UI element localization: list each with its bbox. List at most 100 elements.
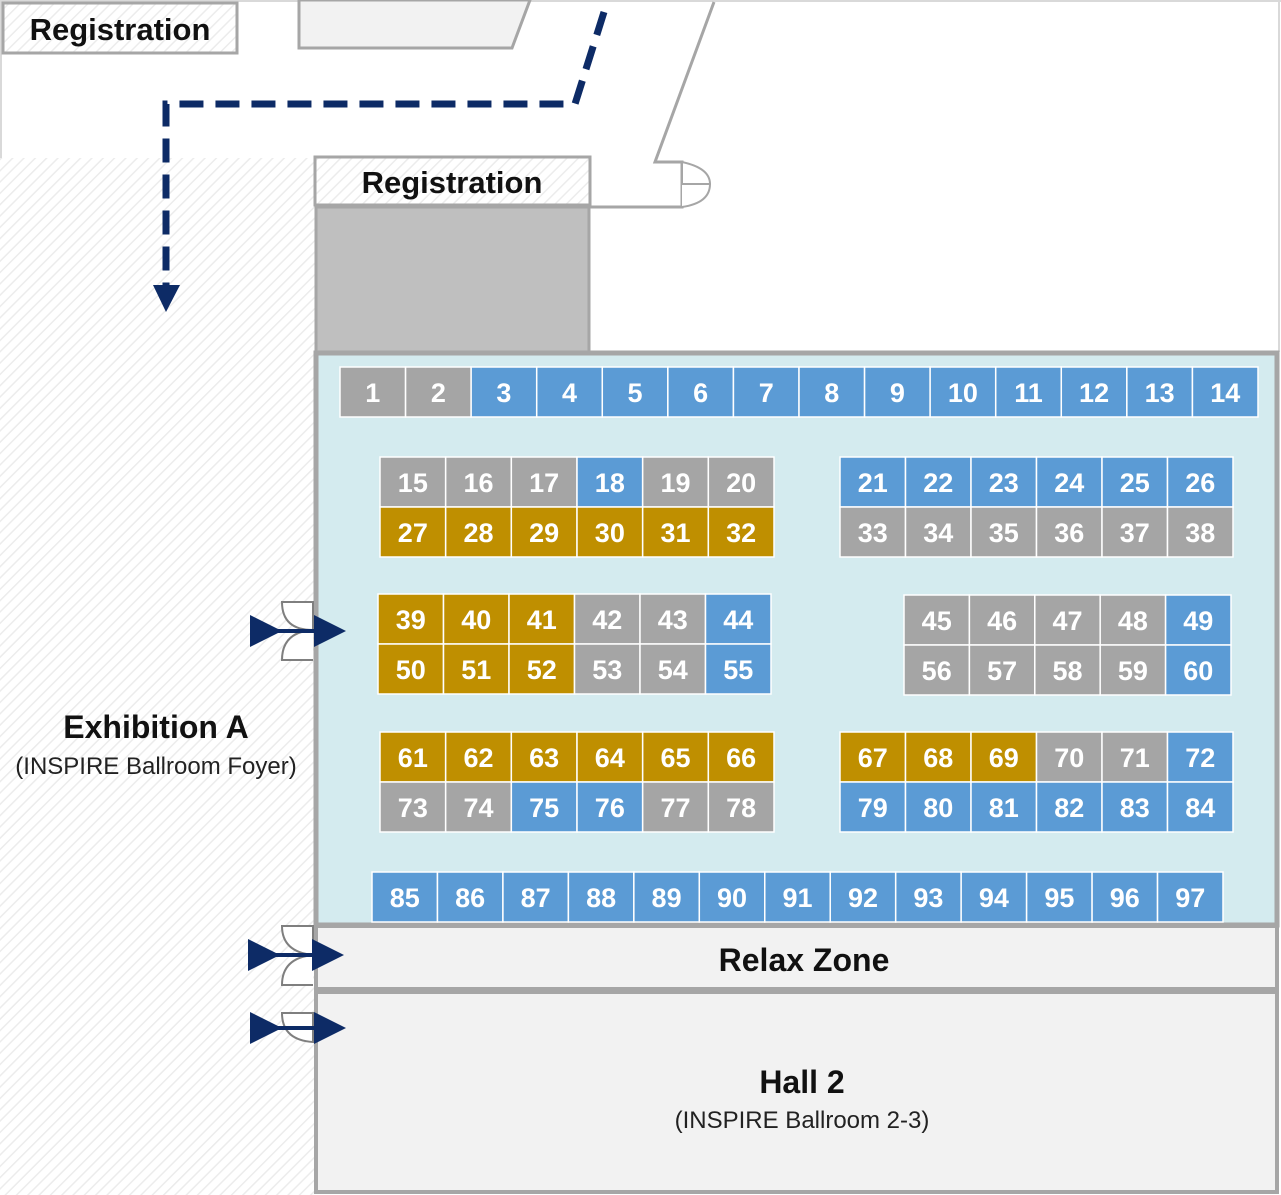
- booth-41[interactable]: 41: [508, 593, 576, 645]
- booth-87[interactable]: 87: [502, 871, 570, 923]
- booth-70[interactable]: 70: [1035, 731, 1103, 783]
- booth-43[interactable]: 43: [639, 593, 707, 645]
- booth-25[interactable]: 25: [1101, 456, 1169, 508]
- booth-85[interactable]: 85: [371, 871, 439, 923]
- booth-13[interactable]: 13: [1126, 366, 1194, 418]
- booth-37[interactable]: 37: [1101, 506, 1169, 558]
- booth-94[interactable]: 94: [960, 871, 1028, 923]
- booth-32[interactable]: 32: [707, 506, 775, 558]
- booth-74[interactable]: 74: [444, 781, 513, 833]
- booth-17[interactable]: 17: [510, 456, 578, 508]
- booth-2[interactable]: 2: [404, 366, 472, 418]
- booth-97[interactable]: 97: [1156, 871, 1224, 923]
- booth-48[interactable]: 48: [1099, 594, 1167, 646]
- booth-66[interactable]: 66: [707, 731, 775, 783]
- hall-2[interactable]: Hall 2 (INSPIRE Ballroom 2-3): [314, 990, 1279, 1194]
- booth-15[interactable]: 15: [379, 456, 447, 508]
- booth-75[interactable]: 75: [510, 781, 578, 833]
- booth-69[interactable]: 69: [970, 731, 1038, 783]
- booth-16[interactable]: 16: [444, 456, 513, 508]
- booth-57[interactable]: 57: [968, 644, 1036, 696]
- booth-20[interactable]: 20: [707, 456, 775, 508]
- booth-80[interactable]: 80: [904, 781, 972, 833]
- booth-35[interactable]: 35: [970, 506, 1038, 558]
- booth-31[interactable]: 31: [641, 506, 710, 558]
- booth-71[interactable]: 71: [1101, 731, 1169, 783]
- booth-29[interactable]: 29: [510, 506, 578, 558]
- booth-27[interactable]: 27: [379, 506, 447, 558]
- booth-96[interactable]: 96: [1091, 871, 1159, 923]
- booth-77[interactable]: 77: [641, 781, 710, 833]
- booth-88[interactable]: 88: [567, 871, 635, 923]
- booth-64[interactable]: 64: [576, 731, 644, 783]
- booth-68[interactable]: 68: [904, 731, 972, 783]
- booth-12[interactable]: 12: [1060, 366, 1128, 418]
- booth-92[interactable]: 92: [829, 871, 897, 923]
- booth-33[interactable]: 33: [839, 506, 907, 558]
- booth-84[interactable]: 84: [1166, 781, 1234, 833]
- booth-1[interactable]: 1: [339, 366, 407, 418]
- booth-55[interactable]: 55: [704, 643, 772, 695]
- booth-38[interactable]: 38: [1166, 506, 1234, 558]
- booth-82[interactable]: 82: [1035, 781, 1103, 833]
- booth-73[interactable]: 73: [379, 781, 447, 833]
- booth-56[interactable]: 56: [903, 644, 971, 696]
- registration-top[interactable]: Registration: [1, 1, 239, 55]
- door-hall-2[interactable]: [250, 1012, 346, 1044]
- relax-zone[interactable]: Relax Zone: [314, 924, 1279, 991]
- booth-45[interactable]: 45: [903, 594, 971, 646]
- booth-62[interactable]: 62: [444, 731, 513, 783]
- registration-mid[interactable]: Registration: [313, 155, 592, 207]
- booth-44[interactable]: 44: [704, 593, 772, 645]
- booth-10[interactable]: 10: [929, 366, 997, 418]
- booth-59[interactable]: 59: [1099, 644, 1167, 696]
- booth-23[interactable]: 23: [970, 456, 1038, 508]
- booth-50[interactable]: 50: [377, 643, 445, 695]
- booth-95[interactable]: 95: [1025, 871, 1093, 923]
- booth-72[interactable]: 72: [1166, 731, 1234, 783]
- booth-51[interactable]: 51: [442, 643, 510, 695]
- booth-42[interactable]: 42: [573, 593, 641, 645]
- booth-8[interactable]: 8: [798, 366, 866, 418]
- booth-36[interactable]: 36: [1035, 506, 1103, 558]
- booth-21[interactable]: 21: [839, 456, 907, 508]
- booth-52[interactable]: 52: [508, 643, 576, 695]
- booth-83[interactable]: 83: [1101, 781, 1169, 833]
- booth-58[interactable]: 58: [1034, 644, 1101, 696]
- booth-61[interactable]: 61: [379, 731, 447, 783]
- booth-46[interactable]: 46: [968, 594, 1036, 646]
- booth-22[interactable]: 22: [904, 456, 972, 508]
- booth-7[interactable]: 7: [732, 366, 800, 418]
- booth-63[interactable]: 63: [510, 731, 578, 783]
- booth-19[interactable]: 19: [641, 456, 710, 508]
- booth-18[interactable]: 18: [576, 456, 644, 508]
- booth-14[interactable]: 14: [1191, 366, 1259, 418]
- booth-34[interactable]: 34: [904, 506, 972, 558]
- booth-28[interactable]: 28: [444, 506, 513, 558]
- booth-60[interactable]: 60: [1164, 644, 1232, 696]
- booth-86[interactable]: 86: [436, 871, 504, 923]
- booth-91[interactable]: 91: [764, 871, 831, 923]
- booth-81[interactable]: 81: [970, 781, 1038, 833]
- booth-9[interactable]: 9: [863, 366, 931, 418]
- booth-47[interactable]: 47: [1034, 594, 1101, 646]
- booth-4[interactable]: 4: [535, 366, 604, 418]
- door-relax-zone[interactable]: [248, 925, 344, 986]
- booth-24[interactable]: 24: [1035, 456, 1103, 508]
- booth-49[interactable]: 49: [1164, 594, 1232, 646]
- booth-39[interactable]: 39: [377, 593, 445, 645]
- booth-3[interactable]: 3: [470, 366, 538, 418]
- booth-6[interactable]: 6: [667, 366, 735, 418]
- booth-76[interactable]: 76: [576, 781, 644, 833]
- booth-30[interactable]: 30: [576, 506, 644, 558]
- booth-54[interactable]: 54: [639, 643, 707, 695]
- booth-79[interactable]: 79: [839, 781, 907, 833]
- door-exhibition[interactable]: [250, 601, 346, 661]
- booth-11[interactable]: 11: [994, 366, 1063, 418]
- booth-26[interactable]: 26: [1166, 456, 1234, 508]
- booth-93[interactable]: 93: [894, 871, 962, 923]
- booth-90[interactable]: 90: [698, 871, 766, 923]
- booth-67[interactable]: 67: [839, 731, 907, 783]
- booth-78[interactable]: 78: [707, 781, 775, 833]
- booth-40[interactable]: 40: [442, 593, 510, 645]
